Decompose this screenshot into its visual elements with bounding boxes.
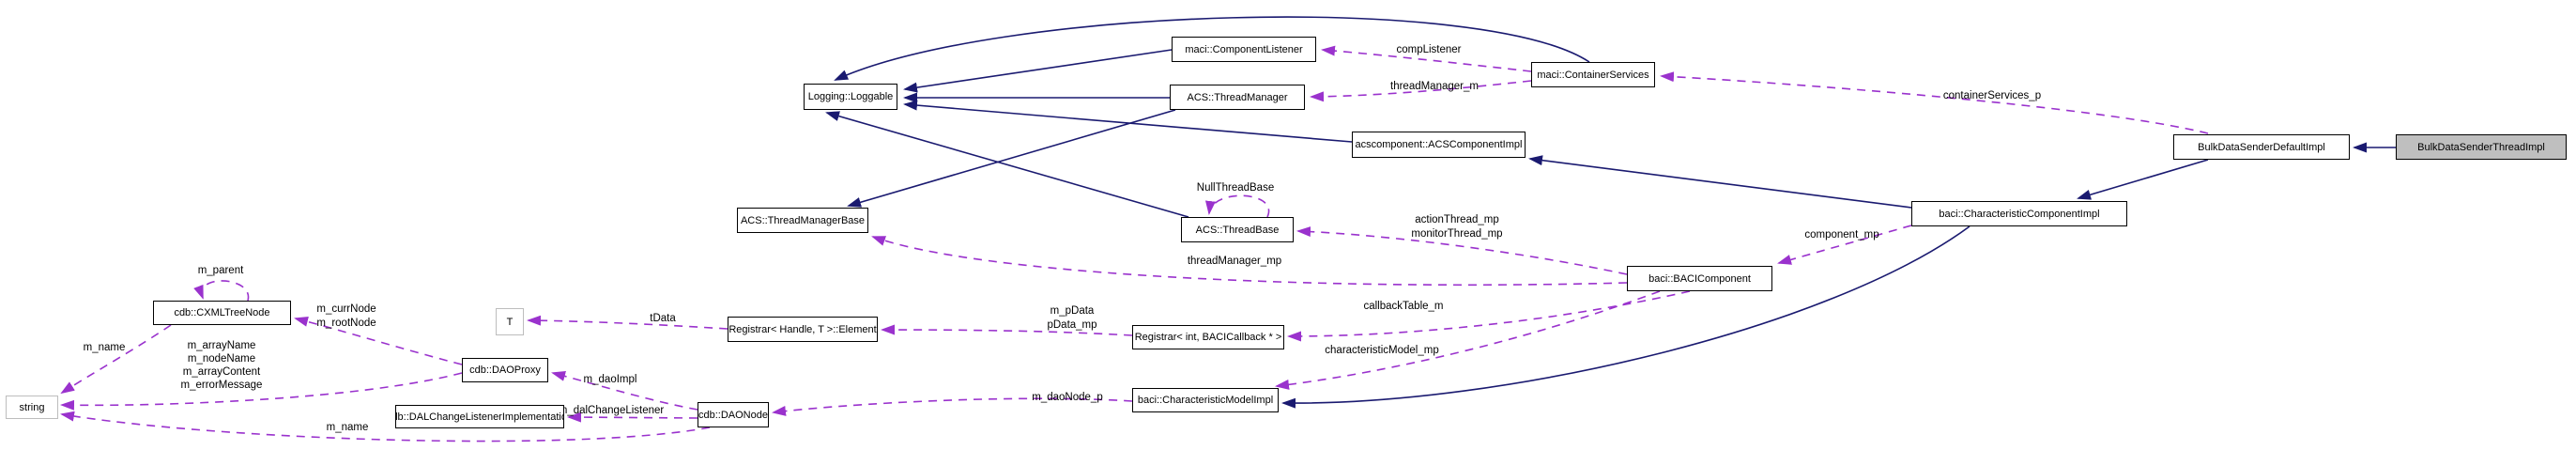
edge-inh-charcompimpl-charmodelimpl [1281, 225, 1970, 409]
edge-label-use-bacicomponent-threadmanagerbase: threadManager_mp [1188, 256, 1281, 267]
edge-use-bacicomponent-threadbase [1296, 226, 1628, 275]
edge-use-bulkdefault-containerservices [1660, 71, 2209, 134]
edge-label-use-daonode-string: m_name [327, 422, 369, 433]
edge-use-bacicomponent-threadmanagerbase [871, 236, 1628, 287]
edge-label-use-daoproxy-string: m_errorMessage [181, 380, 263, 391]
class-box-dalChange[interactable]: cdb::DALChangeListenerImplementation [395, 405, 564, 428]
class-box-registrarInt[interactable]: Registrar< int, BACICallback * > [1132, 325, 1284, 349]
edge-use-registrarint-element [881, 324, 1133, 336]
edge-label-use-cxmltreenode-self: m_parent [198, 265, 244, 276]
edge-inh-containerservices-loggable [834, 16, 1590, 81]
edge-label-use-daoproxy-string: m_arrayContent [183, 366, 261, 378]
edge-label-use-daoproxy-cxmltreenode: m_currNode [316, 303, 376, 315]
edge-use-charcompimpl-bacicomponent [1777, 225, 1912, 265]
edge-use-daoproxy-cxmltreenode [294, 316, 463, 365]
edge-inh-charcompimpl-acscomponentimpl [1528, 155, 1912, 209]
edge-use-element-t [527, 315, 728, 330]
edge-label-use-charmodelimpl-daonode: m_daoNode_p [1032, 392, 1102, 403]
edge-use-charmodelimpl-daonode [772, 397, 1133, 416]
class-box-bulkDefault[interactable]: BulkDataSenderDefaultImpl [2173, 134, 2350, 160]
edge-label-use-daonode-daoproxy: m_daoImpl [584, 374, 637, 385]
class-box-loggable[interactable]: Logging::Loggable [804, 84, 897, 110]
edge-use-daonode-dalchange [567, 411, 698, 423]
edge-inh-bulkdefault-charcompimpl [2077, 159, 2209, 200]
edge-use-daonode-daoproxy [551, 371, 698, 411]
class-box-bulkThread: BulkDataSenderThreadImpl [2396, 134, 2567, 160]
edge-label-use-bacicomponent-registrarint: callbackTable_m [1363, 301, 1443, 312]
edge-inh-threadmanager-threadmanagerbase [847, 109, 1176, 208]
edge-use-cxmltreenode-self [193, 280, 250, 302]
class-box-containerServices[interactable]: maci::ContainerServices [1531, 62, 1655, 87]
edge-label-use-registrarint-element: m_pData [1050, 305, 1095, 317]
class-box-charModelImpl[interactable]: baci::CharacteristicModelImpl [1132, 388, 1279, 412]
edge-use-containerservices-componentlistener [1321, 45, 1532, 72]
edge-label-use-element-t: tData [650, 313, 676, 324]
edge-inh-componentlistener-loggable [903, 49, 1173, 93]
edge-use-threadbase-self [1205, 194, 1270, 218]
edge-use-bacicomponent-registrarint [1287, 290, 1691, 342]
edge-label-use-bacicomponent-threadbase: actionThread_mp [1415, 214, 1499, 225]
edge-label-use-cxmltreenode-string: m_name [84, 342, 126, 353]
edge-use-bacicomponent-charmodelimpl [1275, 290, 1661, 390]
class-box-baciComponent[interactable]: baci::BACIComponent [1627, 266, 1772, 291]
class-box-daoNode[interactable]: cdb::DAONode [698, 402, 769, 427]
edge-use-daonode-string [60, 411, 711, 442]
class-box-acsComponentImpl[interactable]: acscomponent::ACSComponentImpl [1352, 132, 1526, 158]
edge-label-use-daonode-dalchange: m_dalChangeListener [559, 405, 665, 416]
edge-label-use-bacicomponent-charmodelimpl: characteristicModel_mp [1325, 345, 1438, 356]
edge-label-use-bacicomponent-threadbase: monitorThread_mp [1411, 228, 1502, 240]
edge-use-containerservices-threadmanager [1310, 80, 1532, 102]
class-box-daoProxy[interactable]: cdb::DAOProxy [462, 358, 548, 382]
edge-inh-threadbase-loggable [825, 111, 1189, 218]
class-box-cxmlTreeNode[interactable]: cdb::CXMLTreeNode [153, 301, 291, 325]
class-box-threadManagerBase[interactable]: ACS::ThreadManagerBase [737, 208, 868, 233]
class-box-componentListener[interactable]: maci::ComponentListener [1172, 37, 1316, 62]
edge-label-use-daoproxy-string: m_nodeName [188, 353, 255, 365]
edge-use-cxmltreenode-string [60, 324, 172, 395]
class-box-charCompImpl[interactable]: baci::CharacteristicComponentImpl [1911, 201, 2127, 226]
class-box-threadBase[interactable]: ACS::ThreadBase [1181, 217, 1294, 242]
edge-label-use-containerservices-componentlistener: compListener [1396, 44, 1461, 55]
class-box-tnode: T [496, 308, 524, 335]
edge-label-use-bulkdefault-containerservices: containerServices_p [1943, 90, 2041, 101]
edge-use-daoproxy-string [60, 372, 463, 411]
edge-label-use-containerservices-threadmanager: threadManager_m [1390, 81, 1479, 92]
class-box-registrarElement[interactable]: Registrar< Handle, T >::Element [728, 317, 878, 342]
edge-label-use-daoproxy-cxmltreenode: m_rootNode [316, 318, 376, 329]
edge-label-use-registrarint-element: pData_mp [1047, 319, 1096, 331]
edge-label-use-threadbase-self: NullThreadBase [1197, 182, 1274, 194]
class-box-stringNode: string [6, 396, 58, 419]
edge-label-use-daoproxy-string: m_arrayName [188, 340, 256, 351]
edge-label-use-charcompimpl-bacicomponent: component_mp [1804, 229, 1878, 241]
class-box-threadManager[interactable]: ACS::ThreadManager [1170, 85, 1305, 110]
